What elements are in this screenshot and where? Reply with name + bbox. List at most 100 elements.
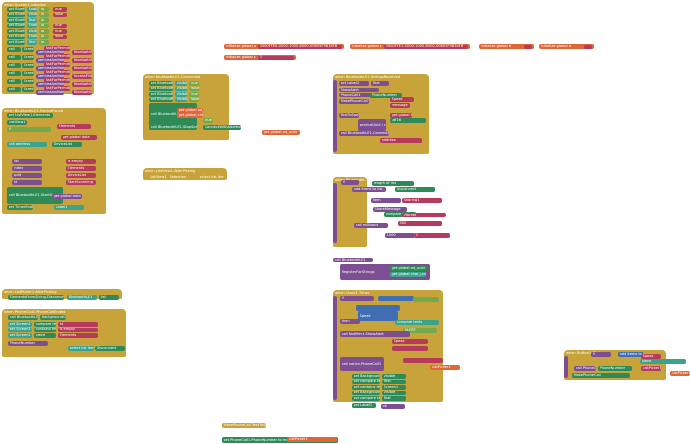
method-block[interactable] [44,54,70,59]
set-property-block[interactable] [149,97,173,102]
method-block[interactable] [44,62,70,67]
value-block[interactable] [395,187,435,192]
if-block[interactable] [591,352,611,357]
arg-block[interactable] [36,58,64,63]
call-block[interactable] [339,99,369,104]
phonecall-hat-block[interactable] [222,423,266,428]
value-block[interactable] [392,346,428,351]
method-block[interactable] [44,78,70,83]
global-variable-empty-value[interactable] [584,44,592,49]
value-block[interactable] [392,339,428,344]
call-block[interactable] [7,71,21,76]
property-name-block[interactable] [175,86,187,91]
permission-value-block[interactable] [72,58,92,63]
component-block[interactable] [22,63,34,68]
vibrate-block[interactable] [385,233,415,238]
value-block[interactable] [402,213,446,217]
property-block[interactable] [34,322,56,327]
compare-block[interactable] [378,296,414,301]
boolean-block[interactable] [189,97,199,102]
list-op-block[interactable] [12,159,42,164]
call-block[interactable] [7,63,21,68]
alert-block[interactable] [339,88,379,92]
set-property-block[interactable] [8,333,32,338]
property-block[interactable] [382,374,406,379]
method-block[interactable] [44,70,70,75]
list-op-block[interactable] [12,166,42,171]
to-block[interactable] [39,7,49,12]
component-block[interactable] [7,120,27,125]
then-block[interactable] [340,319,360,324]
arg-block[interactable] [36,90,64,95]
value-block[interactable] [670,371,690,376]
set-property-block[interactable] [8,322,32,327]
to-block[interactable] [39,12,49,17]
set-property-block[interactable] [352,403,376,408]
value-block[interactable] [66,180,96,185]
boolean-block[interactable] [189,81,199,86]
value-block[interactable] [390,118,426,123]
math-block[interactable] [358,311,398,321]
value-block[interactable] [67,295,97,300]
value-block[interactable] [68,346,94,351]
value-block[interactable] [53,7,67,12]
value-block[interactable] [395,320,439,325]
contains-block[interactable] [352,187,386,192]
if-block[interactable] [340,296,374,301]
value-block[interactable] [287,437,337,442]
call-block[interactable] [7,79,21,84]
value-block[interactable] [640,359,686,364]
value-block[interactable] [66,166,96,171]
value-block[interactable] [598,366,632,371]
value-block[interactable] [40,315,66,320]
call-block[interactable] [333,258,373,262]
call-block[interactable] [339,113,359,118]
set-elements-block[interactable] [7,113,53,118]
value-block[interactable] [390,97,414,102]
value-block[interactable] [380,138,422,143]
set-property-block[interactable] [352,390,380,395]
arg-block[interactable] [36,66,64,71]
property-block[interactable] [371,81,389,86]
value-block[interactable] [53,23,67,28]
global-get-block[interactable] [262,130,300,135]
permission-value-block[interactable] [72,50,92,55]
method-block[interactable] [44,46,70,51]
global-variable-data[interactable] [539,44,594,49]
global-variable-empty-value[interactable] [524,44,532,49]
value-block[interactable] [641,366,661,371]
set-property-block[interactable] [7,12,25,17]
method-block[interactable] [44,86,70,91]
property-block[interactable] [198,175,224,180]
value-block[interactable] [52,142,82,147]
value-block[interactable] [398,221,442,226]
contains-block[interactable] [618,352,644,357]
arg-block[interactable] [36,74,64,79]
property-name-block[interactable] [27,12,37,17]
property-block[interactable] [382,385,406,390]
property-block[interactable] [382,390,406,395]
value-block[interactable] [58,327,98,332]
value-block[interactable] [95,346,125,351]
set-property-block[interactable] [7,18,25,23]
property-name-block[interactable] [27,7,37,12]
compare-block[interactable] [372,181,414,186]
property-block[interactable] [34,327,56,332]
value-block[interactable] [53,12,67,17]
permission-value-block[interactable] [72,90,92,95]
set-timer-block[interactable] [7,205,33,210]
property-block[interactable] [370,93,402,98]
if-block[interactable] [341,180,359,185]
procedure-block[interactable] [8,341,48,346]
component-block[interactable] [22,79,34,84]
property-name-block[interactable] [27,23,37,28]
global-variable-value[interactable] [384,44,468,49]
value-block[interactable] [390,113,412,118]
list-op-block[interactable] [12,173,42,178]
global-variable-value[interactable] [258,44,342,49]
property-name-block[interactable] [175,81,187,86]
to-block[interactable] [39,40,49,45]
share-block[interactable] [354,223,388,228]
property-block[interactable] [34,333,56,338]
